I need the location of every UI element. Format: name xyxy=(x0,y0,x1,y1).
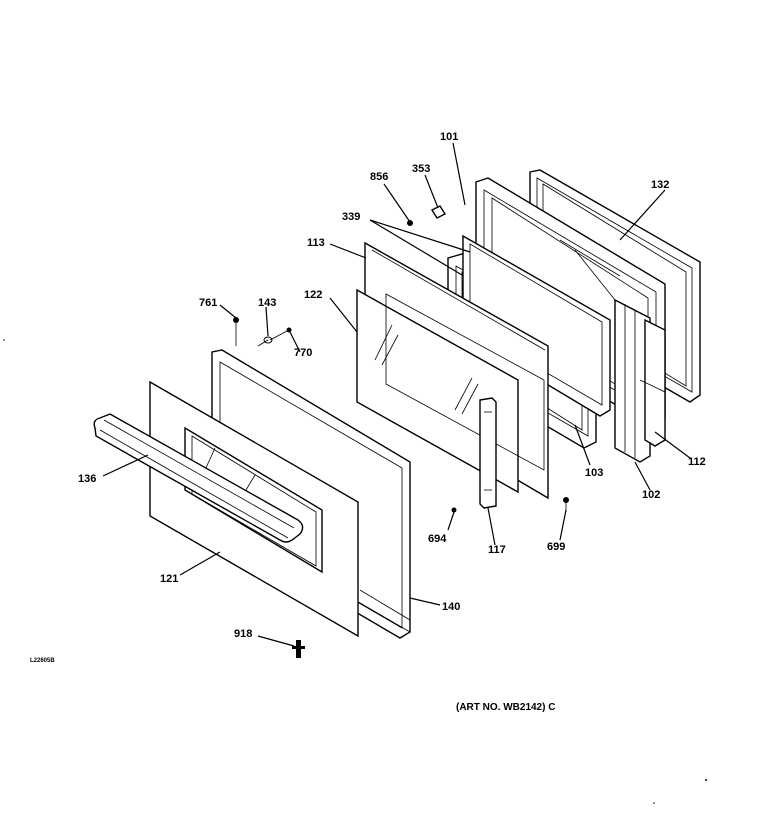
label-113: 113 xyxy=(307,237,325,249)
label-339: 339 xyxy=(342,211,360,223)
part-112-bracket xyxy=(639,318,666,447)
label-136: 136 xyxy=(78,473,96,485)
label-761: 761 xyxy=(199,297,217,309)
corner-code: L22605B xyxy=(30,658,55,664)
label-132: 132 xyxy=(651,179,669,191)
speck xyxy=(3,339,5,341)
label-112: 112 xyxy=(688,456,706,468)
screw-761 xyxy=(233,317,239,346)
art-number-caption: (ART NO. WB2142) C xyxy=(456,702,555,713)
part-136-handle xyxy=(93,413,304,543)
label-694: 694 xyxy=(428,533,447,545)
screw-770 xyxy=(269,327,292,341)
label-101: 101 xyxy=(440,131,458,143)
label-353: 353 xyxy=(412,163,430,175)
speck xyxy=(653,802,655,804)
label-699: 699 xyxy=(547,541,565,553)
label-102: 102 xyxy=(642,489,660,501)
part-labels: 101 353 856 132 339 113 122 761 143 770 … xyxy=(78,131,706,640)
speck xyxy=(705,779,707,781)
label-117: 117 xyxy=(488,544,506,556)
label-918: 918 xyxy=(234,628,252,640)
clip-143 xyxy=(257,336,273,347)
screw-694 xyxy=(451,507,457,513)
screw-856 xyxy=(407,220,413,226)
label-103: 103 xyxy=(585,467,603,479)
label-856: 856 xyxy=(370,171,388,183)
label-143: 143 xyxy=(258,297,276,309)
part-122-glass-panel xyxy=(356,288,545,494)
screw-699 xyxy=(563,497,569,512)
part-117-hinge-strip xyxy=(479,397,497,509)
label-122: 122 xyxy=(304,289,322,301)
label-140: 140 xyxy=(442,601,460,613)
screw-918 xyxy=(292,640,305,658)
part-102-side-channel xyxy=(614,298,651,463)
leader-lines xyxy=(102,142,691,647)
label-121: 121 xyxy=(160,573,178,585)
label-770: 770 xyxy=(294,347,312,359)
